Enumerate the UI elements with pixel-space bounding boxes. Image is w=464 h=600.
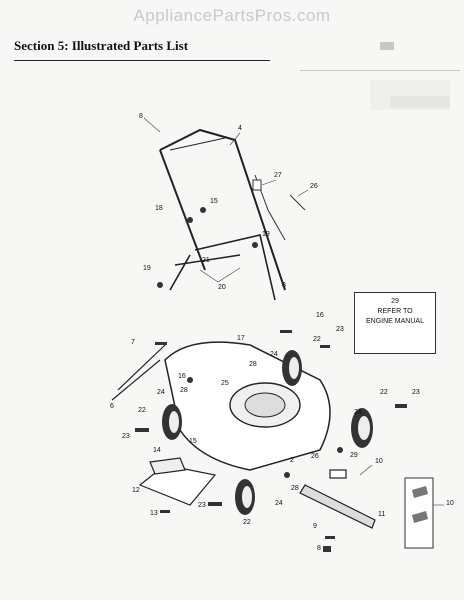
part-callout-27: 27 — [274, 172, 282, 179]
mower-deck — [164, 341, 331, 471]
lower-handle — [169, 234, 276, 301]
note-line-2: ENGINE MANUAL — [366, 318, 424, 325]
part-callout-24: 24 — [270, 351, 278, 358]
wheel-rear-far — [351, 408, 373, 448]
part-callout-28: 28 — [291, 485, 299, 492]
part-callout-24: 24 — [275, 500, 283, 507]
part-callout-13: 13 — [150, 510, 158, 517]
part-callout-22: 22 — [138, 407, 146, 414]
scan-noise — [300, 42, 460, 110]
part-callout-11: 11 — [378, 511, 385, 518]
part-callout-7: 7 — [131, 339, 135, 346]
wheel-front-bottom — [235, 479, 255, 515]
part-callout-23: 23 — [198, 502, 206, 509]
part-callout-16: 16 — [178, 373, 186, 380]
section-title: Section 5: Illustrated Parts List — [14, 38, 189, 53]
part-callout-23: 23 — [336, 326, 344, 333]
part-callout-9: 9 — [313, 523, 317, 530]
part-callout-29: 29 — [350, 452, 358, 459]
leader-lines — [143, 117, 444, 506]
part-callout-6: 6 — [110, 403, 114, 410]
fasteners — [135, 207, 407, 552]
part-callout-8: 8 — [139, 113, 143, 120]
part-callout-19: 19 — [262, 231, 270, 238]
grass-deflector — [138, 457, 217, 506]
part-callout-14: 14 — [153, 447, 161, 454]
blade — [299, 469, 376, 529]
part-callout-24: 24 — [157, 389, 165, 396]
part-callout-2: 2 — [290, 457, 294, 464]
watermark: AppliancePartsPros.com — [133, 6, 331, 25]
note-line-1: REFER TO — [377, 308, 413, 315]
part-callout-10: 10 — [446, 500, 454, 507]
note-number: 29 — [391, 298, 399, 305]
engine-manual-note: 29 REFER TO ENGINE MANUAL — [354, 292, 436, 354]
part-callout-15: 15 — [210, 198, 218, 205]
part-callout-20: 20 — [218, 284, 226, 291]
control-cable — [252, 174, 306, 241]
part-callout-25: 25 — [221, 380, 229, 387]
part-callout-24: 24 — [354, 409, 362, 416]
wheel-front-left — [162, 404, 182, 440]
part-callout-17: 17 — [237, 335, 245, 342]
part-callout-18: 18 — [155, 205, 163, 212]
blade-adapter-inset — [404, 477, 434, 549]
part-callout-3: 3 — [282, 282, 286, 289]
part-callout-22: 22 — [243, 519, 251, 526]
part-callout-26: 26 — [311, 453, 319, 460]
part-callout-16: 16 — [316, 312, 324, 319]
part-callout-4: 4 — [238, 125, 242, 132]
part-callout-8: 8 — [317, 545, 321, 552]
part-callout-10: 10 — [375, 458, 383, 465]
part-callout-15: 15 — [189, 438, 197, 445]
part-callout-19: 19 — [143, 265, 151, 272]
part-callout-28: 28 — [249, 361, 257, 368]
part-callout-23: 23 — [122, 433, 130, 440]
part-callout-22: 22 — [313, 336, 321, 343]
part-callout-12: 12 — [132, 487, 140, 494]
part-callout-23: 23 — [412, 389, 420, 396]
upper-handle — [159, 128, 286, 291]
wheel-rear-right — [282, 350, 302, 386]
rear-rod — [111, 344, 166, 401]
title-rule — [14, 60, 270, 61]
part-callout-26: 26 — [310, 183, 318, 190]
part-callout-21: 21 — [202, 257, 210, 264]
part-callout-28: 28 — [180, 387, 188, 394]
part-callout-22: 22 — [380, 389, 388, 396]
